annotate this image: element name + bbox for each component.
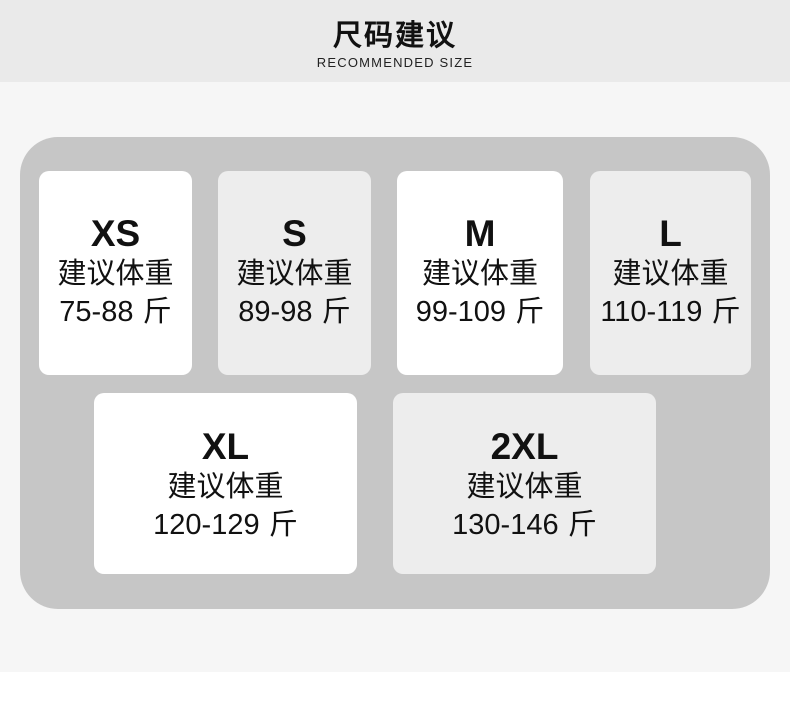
weight-label: 建议体重 bbox=[421, 256, 538, 290]
weight-range: 110-119 斤 bbox=[600, 294, 741, 328]
weight-range: 99-109 斤 bbox=[415, 294, 545, 328]
weight-label: 建议体重 bbox=[167, 469, 284, 503]
weight-range: 89-98 斤 bbox=[238, 294, 351, 328]
weight-label: 建议体重 bbox=[236, 256, 353, 290]
size-card-xs: XS 建议体重 75-88 斤 bbox=[39, 171, 192, 375]
size-card-xl: XL 建议体重 120-129 斤 bbox=[94, 393, 357, 574]
weight-label: 建议体重 bbox=[466, 469, 583, 503]
size-name: XL bbox=[201, 426, 250, 467]
weight-label: 建议体重 bbox=[57, 256, 174, 290]
page-title: 尺码建议 bbox=[332, 18, 457, 52]
size-name: M bbox=[464, 213, 496, 254]
size-card-m: M 建议体重 99-109 斤 bbox=[397, 171, 563, 375]
size-name: 2XL bbox=[490, 426, 559, 467]
size-card-s: S 建议体重 89-98 斤 bbox=[218, 171, 371, 375]
page-subtitle: RECOMMENDED SIZE bbox=[316, 55, 474, 70]
weight-range: 130-146 斤 bbox=[452, 507, 597, 541]
size-name: XS bbox=[90, 213, 141, 254]
size-card-l: L 建议体重 110-119 斤 bbox=[590, 171, 751, 375]
size-card-2xl: 2XL 建议体重 130-146 斤 bbox=[393, 393, 656, 574]
size-name: S bbox=[282, 213, 307, 254]
header: 尺码建议 RECOMMENDED SIZE bbox=[0, 0, 790, 82]
weight-range: 120-129 斤 bbox=[153, 507, 298, 541]
size-name: L bbox=[659, 213, 682, 254]
weight-label: 建议体重 bbox=[612, 256, 729, 290]
weight-range: 75-88 斤 bbox=[59, 294, 172, 328]
